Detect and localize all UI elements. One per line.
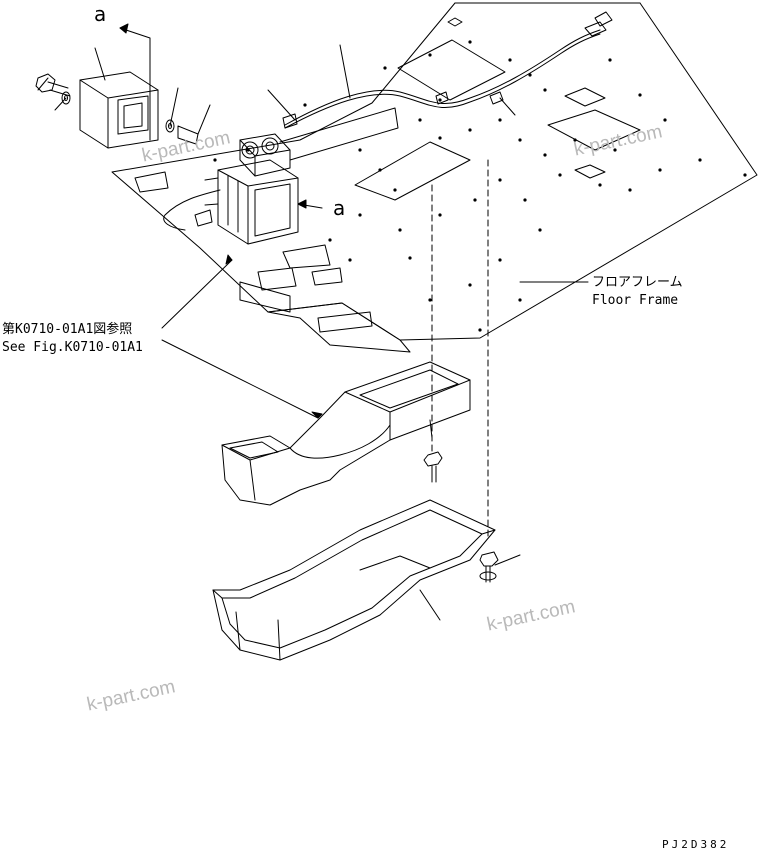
see-fig-label-jp: 第K0710-01A1図参照 (2, 322, 133, 337)
hex-bolt (35, 73, 71, 97)
washer-right (165, 119, 199, 145)
duct-bolt (423, 451, 443, 483)
section-arrows (119, 23, 323, 209)
washer (61, 91, 71, 105)
tray-bolt (479, 551, 499, 583)
wire-harness (163, 11, 613, 231)
plate-holes (213, 40, 747, 332)
floor-frame-label-en: Floor Frame (592, 293, 679, 308)
air-duct (221, 361, 471, 506)
floor-frame-plate (111, 2, 758, 353)
section-mark-top: a (94, 2, 107, 26)
section-mark-mid: a (333, 196, 346, 220)
floor-frame-label-jp: フロアフレーム (592, 275, 683, 290)
alignment-lines (431, 159, 489, 541)
see-fig-label-en: See Fig.K0710-01A1 (2, 340, 143, 355)
drawing-code: PJ2D382 (662, 838, 730, 851)
aircon-unit (204, 133, 299, 245)
mounting-bracket (79, 71, 159, 149)
duct-cover-tray (212, 499, 496, 661)
leader-lines (37, 44, 589, 621)
